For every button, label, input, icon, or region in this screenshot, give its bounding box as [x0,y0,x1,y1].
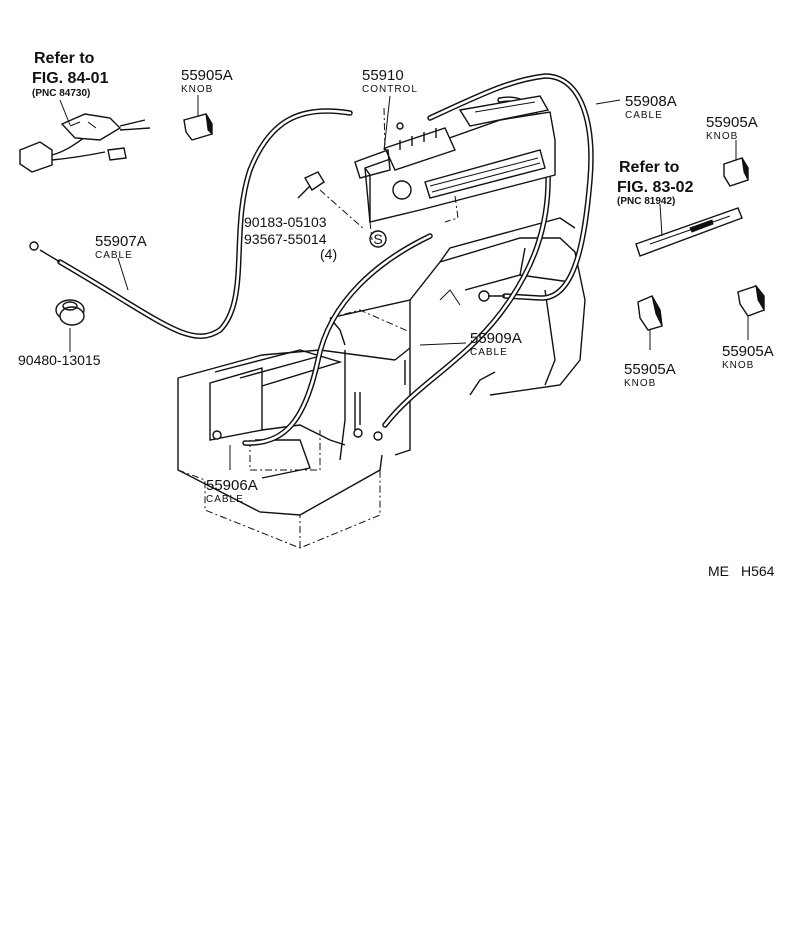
knob-right-top [723,157,749,187]
screw [297,171,366,231]
cable-55908-word: CABLE [625,110,663,121]
cable-55909-pn: 55909A [470,330,522,347]
cable-55909-word: CABLE [470,347,508,358]
knob-right-pn: 55905A [722,343,774,360]
drawing-code: ME H564 [708,563,775,579]
control-word: CONTROL [362,84,418,95]
knob-right [737,284,765,317]
label-knob-right: 55905A KNOB [722,343,774,371]
label-control: 55910 CONTROL [362,67,418,95]
ref-84-line1: Refer to [34,50,95,67]
label-knob-right-top: 55905A KNOB [706,114,758,142]
label-grommet: 90480-13015 [18,352,101,368]
control-assembly [354,95,556,241]
knob-mid-pn: 55905A [624,361,676,378]
ref-83-line2: FIG. 83-02 [617,179,694,196]
screw-pn: 90183-05103 [244,214,327,230]
cable-55906-pn: 55906A [206,477,258,494]
ref-83-line1: Refer to [619,159,680,176]
label-knob-top: 55905A KNOB [181,67,233,95]
label-cable-55907: 55907A CABLE [95,233,147,261]
leader-lines [59,95,749,470]
control-pn: 55910 [362,67,404,84]
label-cable-55908: 55908A CABLE [625,93,677,121]
label-clip: 93567-55014 (4) [244,231,337,262]
label-cable-55909: 55909A CABLE [470,330,522,358]
grommet [55,299,85,326]
cable-55908a [427,73,594,301]
ref-84-line3: (PNC 84730) [32,88,90,99]
clip-pn: 93567-55014 [244,231,327,247]
heater-unit [177,217,586,549]
cable-55906-word: CABLE [206,494,244,505]
label-ref-84: Refer to FIG. 84-01 (PNC 84730) [32,50,109,99]
knob-top [183,113,213,141]
ref-84-line2: FIG. 84-01 [32,70,109,87]
blower-switch-assembly [19,113,151,173]
knob-right-top-word: KNOB [706,131,738,142]
knob-top-pn: 55905A [181,67,233,84]
label-cable-55906: 55906A CABLE [206,477,258,505]
knob-mid-word: KNOB [624,378,656,389]
code-left: ME [708,563,729,579]
cable-55906a [242,233,433,446]
knob-right-word: KNOB [722,360,754,371]
panel-bracket [635,207,743,257]
code-right: H564 [741,563,775,579]
ref-83-line3: (PNC 81942) [617,196,675,207]
knob-top-word: KNOB [181,84,213,95]
knob-mid [637,295,663,331]
clip-symbol-letter: S [373,231,382,247]
clip-qty: (4) [320,246,337,262]
cable-55907-pn: 55907A [95,233,147,250]
label-screw: 90183-05103 [244,214,327,230]
label-knob-mid: 55905A KNOB [624,361,676,389]
cable-55907a [29,108,353,339]
grommet-pn: 90480-13015 [18,352,101,368]
clip-symbol: S [369,230,387,248]
label-ref-83: Refer to FIG. 83-02 (PNC 81942) [617,159,694,207]
cable-55907-word: CABLE [95,250,133,261]
cable-55908-pn: 55908A [625,93,677,110]
knob-right-top-pn: 55905A [706,114,758,131]
